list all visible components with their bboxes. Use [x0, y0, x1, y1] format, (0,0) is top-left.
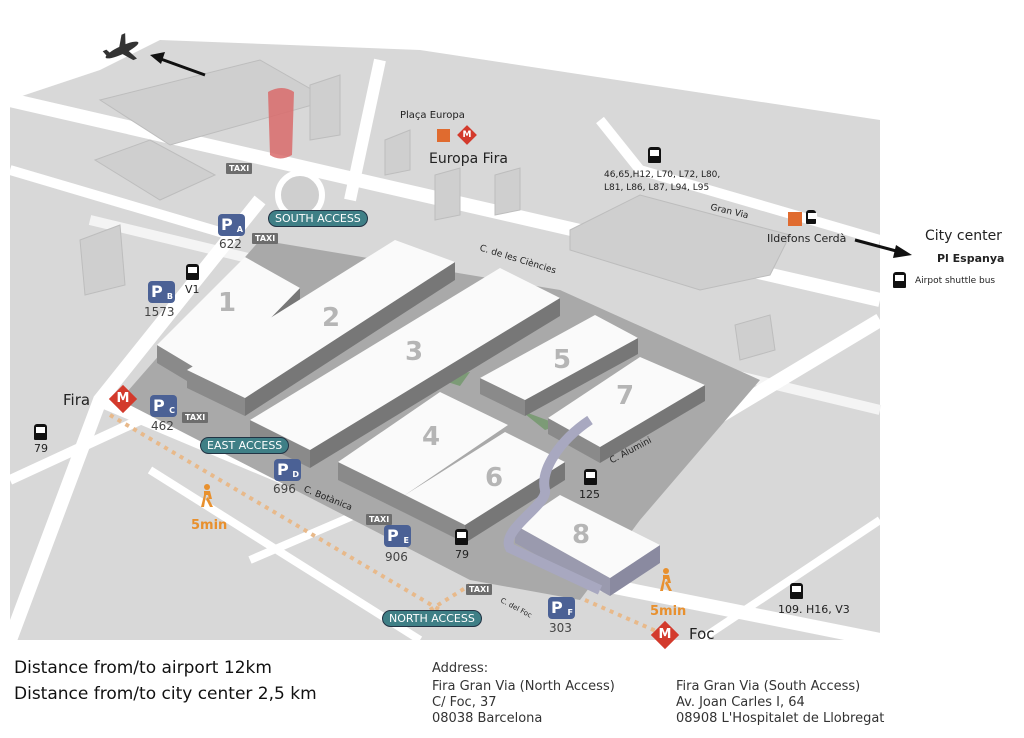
hall-8	[515, 495, 660, 578]
walk-time-foc: 5min	[650, 604, 687, 619]
bus-lines-granvia-2: L81, L86, L87, L94, L95	[604, 183, 710, 193]
address-south: Fira Gran Via (South Access) Av. Joan Ca…	[676, 679, 884, 727]
address-north-line: C/ Foc, 37	[432, 695, 497, 710]
address-south-line: 08908 L'Hospitalet de Llobregat	[676, 711, 885, 726]
hall-7-label: 7	[616, 381, 635, 411]
parking-c-spaces: 462	[151, 419, 174, 433]
taxi-badge: TAXI	[366, 514, 393, 525]
metro-icon-europa: M	[457, 125, 477, 145]
city-distance: Distance from/to city center 2,5 km	[14, 684, 317, 704]
europa-fira-label: Europa Fira	[429, 151, 508, 167]
walk-route-foc	[584, 598, 666, 637]
bus-icon	[893, 272, 906, 288]
surrounding-buildings	[79, 59, 791, 361]
parking-f-spaces: 303	[549, 621, 572, 635]
city-center-arrow	[854, 238, 912, 258]
hall-4-label: 4	[422, 422, 441, 452]
east-access-badge: EAST ACCESS	[200, 437, 290, 454]
covered-walkway	[503, 415, 603, 595]
bus-v1-label: V1	[185, 283, 200, 296]
bus-79-label: 79	[34, 442, 48, 455]
bus-lines-granvia-1: 46,65,H12, L70, L72, L80,	[604, 170, 721, 180]
airport-arrow	[150, 52, 206, 77]
hall-2	[187, 240, 455, 398]
bus-icon	[34, 424, 47, 440]
hall-5	[480, 315, 638, 400]
parking-e-spaces: 906	[385, 550, 408, 564]
hall-6-label: 6	[485, 463, 504, 493]
address-north-line: Fira Gran Via (North Access)	[432, 679, 615, 694]
hall-2-label: 2	[322, 303, 341, 333]
taxi-badge: TAXI	[252, 233, 279, 244]
hall-3	[250, 268, 560, 450]
metro-icon-fira: M	[108, 384, 138, 414]
bus-109-label: 109. H16, V3	[778, 603, 850, 616]
ildefons-cerda-label: Ildefons Cerdà	[767, 232, 847, 245]
taxi-badge: TAXI	[226, 163, 253, 174]
halls	[157, 240, 705, 596]
metro-icon-foc: M	[650, 620, 680, 650]
bus-icon	[648, 147, 661, 163]
fgc-icon	[788, 212, 802, 226]
pl-espanya-label: Pl Espanya	[937, 252, 1005, 265]
pedestrian-icon	[660, 568, 672, 591]
walk-route-fira	[108, 413, 442, 612]
walk-route-fira	[428, 583, 472, 612]
address-label: Address:	[432, 661, 489, 676]
shuttle-label: Airpot shuttle bus	[915, 276, 996, 286]
hall-1	[157, 257, 300, 378]
taxi-badge: TAXI	[466, 584, 493, 595]
hall-6	[405, 432, 565, 525]
airport-distance: Distance from/to airport 12km	[14, 658, 272, 678]
hall-4	[338, 392, 508, 495]
bus-icon	[584, 469, 597, 485]
bus-icon	[790, 583, 803, 599]
address-north: Fira Gran Via (North Access) C/ Foc, 37 …	[432, 679, 615, 727]
fgc-icon	[437, 129, 450, 142]
address-north-line: 08038 Barcelona	[432, 711, 543, 726]
hall-1-label: 1	[218, 288, 237, 318]
parking-b-spaces: 1573	[144, 305, 175, 319]
walk-time-fira: 5min	[191, 518, 228, 533]
hall-3-label: 3	[405, 337, 424, 367]
tower-red	[268, 88, 294, 159]
south-access-badge: SOUTH ACCESS	[268, 210, 368, 227]
foc-label: Foc	[689, 625, 715, 643]
pedestrian-icon	[201, 484, 213, 507]
hall-8-label: 8	[572, 520, 591, 550]
taxi-badge: TAXI	[182, 412, 209, 423]
train-icon	[806, 210, 817, 224]
airplane-icon	[102, 33, 139, 61]
hall-5-label: 5	[553, 345, 572, 375]
fira-label: Fira	[63, 391, 91, 409]
parking-a-spaces: 622	[219, 237, 242, 251]
placa-europa-label: Plaça Europa	[400, 110, 465, 121]
bus-79-label: 79	[455, 548, 469, 561]
address-south-line: Av. Joan Carles I, 64	[676, 695, 805, 710]
address-south-line: Fira Gran Via (South Access)	[676, 679, 861, 694]
bus-icon	[186, 264, 199, 280]
city-center-label: City center	[925, 228, 1002, 244]
parking-d-spaces: 696	[273, 482, 296, 496]
north-access-badge: NORTH ACCESS	[382, 610, 482, 627]
bus-icon	[455, 529, 468, 545]
bus-125-label: 125	[579, 488, 600, 501]
